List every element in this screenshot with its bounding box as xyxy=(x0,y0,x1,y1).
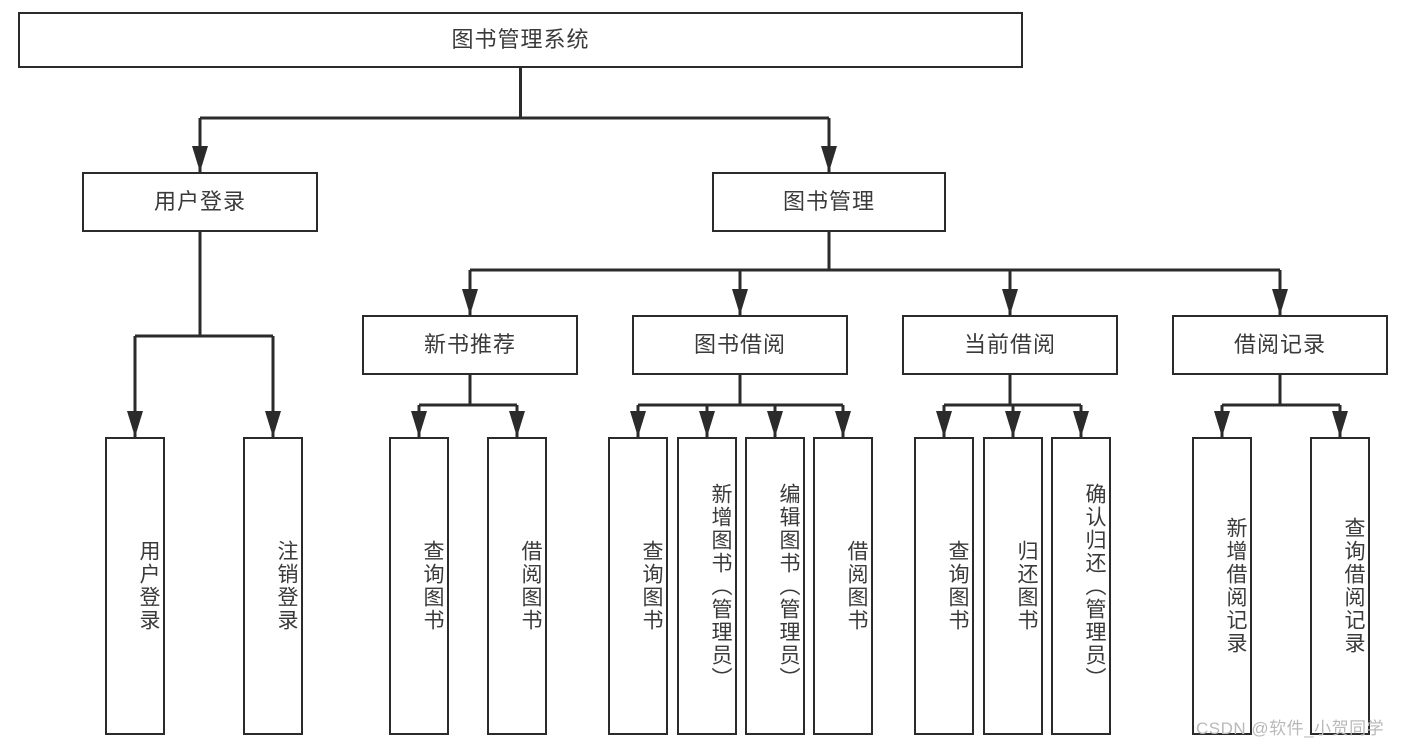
node-root[interactable]: 图书管理系统 xyxy=(18,12,1023,68)
connector-arrowhead xyxy=(1073,411,1089,437)
node-leaf-add-record[interactable]: 新增借阅记录 xyxy=(1192,437,1252,735)
node-label: 归还图书 xyxy=(1015,540,1038,632)
node-borrow[interactable]: 图书借阅 xyxy=(632,315,848,375)
node-leaf-return-book[interactable]: 归还图书 xyxy=(983,437,1043,735)
connector-arrowhead xyxy=(265,411,281,437)
node-leaf-user-logout[interactable]: 注销登录 xyxy=(243,437,303,735)
node-label: 用户登录 xyxy=(137,540,160,632)
node-label: 借阅记录 xyxy=(1233,331,1326,357)
connector-arrowhead xyxy=(509,411,525,437)
node-label: 借阅图书 xyxy=(519,540,542,632)
node-label: 查询借阅记录 xyxy=(1342,517,1365,655)
node-label: 编辑图书（管理员） xyxy=(777,482,800,690)
watermark-text: CSDN @软件_小贺同学 xyxy=(1196,719,1385,738)
node-leaf-borrow-book-1[interactable]: 借阅图书 xyxy=(487,437,547,735)
node-leaf-borrow-book-2[interactable]: 借阅图书 xyxy=(813,437,873,735)
node-label: 确认归还（管理员） xyxy=(1083,482,1106,690)
node-leaf-query-book-1[interactable]: 查询图书 xyxy=(389,437,449,735)
node-leaf-user-login[interactable]: 用户登录 xyxy=(105,437,165,735)
node-leaf-edit-book[interactable]: 编辑图书（管理员） xyxy=(745,437,805,735)
node-label: 注销登录 xyxy=(275,540,298,632)
node-leaf-query-book-3[interactable]: 查询图书 xyxy=(914,437,974,735)
node-label: 新书推荐 xyxy=(423,331,516,357)
connector-arrowhead xyxy=(1005,411,1021,437)
connector-arrowhead xyxy=(936,411,952,437)
connector-arrowhead xyxy=(192,146,208,172)
node-newbook[interactable]: 新书推荐 xyxy=(362,315,578,375)
node-label: 图书管理 xyxy=(782,188,875,214)
connector-arrowhead xyxy=(767,411,783,437)
node-leaf-confirm-return[interactable]: 确认归还（管理员） xyxy=(1051,437,1111,735)
node-leaf-query-record[interactable]: 查询借阅记录 xyxy=(1310,437,1370,735)
connector-arrowhead xyxy=(630,411,646,437)
node-label: 图书管理系统 xyxy=(451,26,590,52)
connector-arrowhead xyxy=(835,411,851,437)
node-label: 图书借阅 xyxy=(693,331,786,357)
connector-arrowhead xyxy=(1272,289,1288,315)
node-label: 新增借阅记录 xyxy=(1224,517,1247,655)
node-leaf-add-book[interactable]: 新增图书（管理员） xyxy=(677,437,737,735)
node-label: 查询图书 xyxy=(421,540,444,632)
node-label: 查询图书 xyxy=(946,540,969,632)
connector-arrowhead xyxy=(1214,411,1230,437)
node-label: 查询图书 xyxy=(640,540,663,632)
connector-arrowhead xyxy=(1332,411,1348,437)
node-current[interactable]: 当前借阅 xyxy=(902,315,1118,375)
node-label: 用户登录 xyxy=(153,188,246,214)
node-label: 借阅图书 xyxy=(845,540,868,632)
node-record[interactable]: 借阅记录 xyxy=(1172,315,1388,375)
node-bookmgmt[interactable]: 图书管理 xyxy=(712,172,946,232)
node-label: 新增图书（管理员） xyxy=(709,482,732,690)
connector-arrowhead xyxy=(462,289,478,315)
connector-arrowhead xyxy=(732,289,748,315)
connector-arrowhead xyxy=(821,146,837,172)
connector-arrowhead xyxy=(699,411,715,437)
node-leaf-query-book-2[interactable]: 查询图书 xyxy=(608,437,668,735)
node-label: 当前借阅 xyxy=(963,331,1056,357)
connector-arrowhead xyxy=(1002,289,1018,315)
connector-arrowhead xyxy=(127,411,143,437)
node-login[interactable]: 用户登录 xyxy=(82,172,318,232)
connector-arrowhead xyxy=(411,411,427,437)
